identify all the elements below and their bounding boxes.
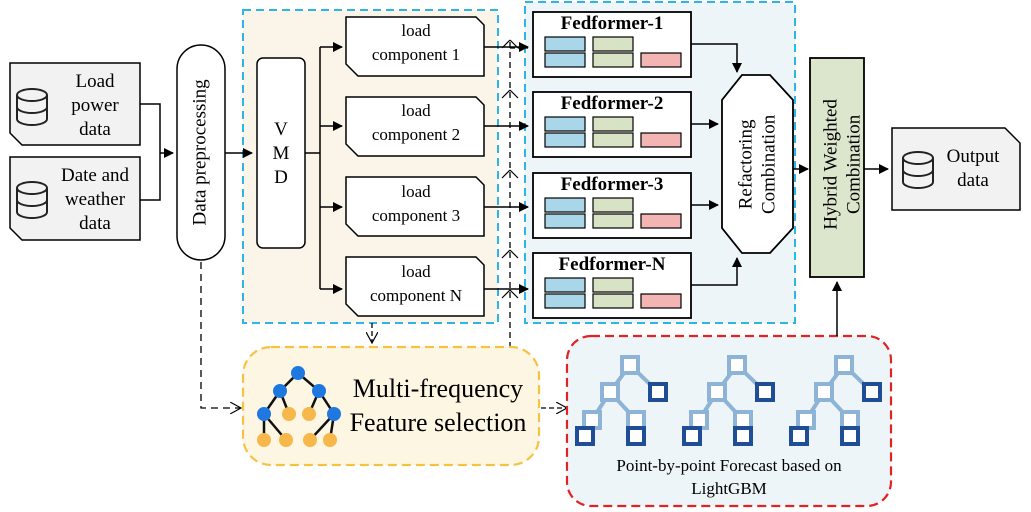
tree-node <box>620 355 640 375</box>
lightgbm-caption-2: LightGBM <box>691 479 767 498</box>
output-label-2: data <box>957 170 989 191</box>
tree-node <box>727 355 747 375</box>
tree-node <box>600 382 620 402</box>
fedformer-title: Fedformer-3 <box>560 174 664 195</box>
tree-node <box>840 410 860 430</box>
database-icon <box>16 181 48 219</box>
tree-node <box>648 382 668 402</box>
tree-node <box>755 382 775 402</box>
decision-tree-icon <box>257 366 341 447</box>
lightgbm-trees-icon <box>575 355 882 446</box>
hybrid-label-1: Hybrid Weighted <box>820 99 842 230</box>
date-weather-label-2: weather <box>64 189 126 210</box>
lightgbm-caption-1: Point-by-point Forecast based on <box>616 456 842 475</box>
tree-node <box>733 426 753 446</box>
tree-node <box>789 426 809 446</box>
component-box <box>345 176 485 237</box>
component-label-line1: load <box>401 262 431 281</box>
database-icon <box>16 88 48 126</box>
vmd-label-v: V <box>274 119 288 140</box>
load-power-label-2: power <box>71 95 119 116</box>
database-icon <box>902 151 934 189</box>
feature-selection-label-1: Multi-frequency <box>352 374 524 403</box>
component-label-line1: load <box>401 21 431 40</box>
refactoring-label-1: Refactoring <box>735 119 757 210</box>
date-weather-data-box <box>9 156 141 241</box>
component-box <box>345 96 485 157</box>
load-power-label-1: Load <box>75 71 115 92</box>
tree-node <box>626 426 646 446</box>
tree-node <box>834 355 854 375</box>
load-power-label-3: data <box>79 119 111 140</box>
data-preprocessing-label: Data preprocessing <box>189 79 211 226</box>
refactoring-label-2: Combination <box>758 114 780 215</box>
component-label-line2: component N <box>369 286 463 305</box>
date-weather-label-1: Date and <box>60 165 130 186</box>
fedformer-title: Fedformer-N <box>558 254 666 275</box>
component-label-line2: component 3 <box>371 206 461 225</box>
lightgbm-panel <box>565 334 893 508</box>
date-weather-label-3: data <box>79 213 111 234</box>
tree-node <box>689 410 709 430</box>
tree-node <box>733 410 753 430</box>
hybrid-weighted-combination-box <box>809 57 865 278</box>
fedformer-title: Fedformer-1 <box>560 13 664 34</box>
vmd-label-d: D <box>274 167 288 188</box>
component-box <box>345 256 485 317</box>
refactoring-combination-box <box>721 74 794 254</box>
feature-selection-panel <box>241 345 541 467</box>
fedformer-box <box>532 11 692 78</box>
tree-node <box>814 382 834 402</box>
tree-node <box>840 426 860 446</box>
component-label-line1: load <box>401 182 431 201</box>
component-label-line2: component 1 <box>371 45 461 64</box>
fedformer-box <box>532 252 692 319</box>
hybrid-label-2: Combination <box>843 114 865 215</box>
load-power-data-box <box>9 62 141 146</box>
tree-node <box>707 382 727 402</box>
tree-node <box>862 382 882 402</box>
vmd-label-m: M <box>272 143 290 164</box>
tree-node <box>582 410 602 430</box>
feature-selection-label-2: Feature selection <box>349 408 527 437</box>
component-label-line1: load <box>401 101 431 120</box>
tree-node <box>626 410 646 430</box>
tree-node <box>682 426 702 446</box>
tree-node <box>796 410 816 430</box>
component-label-line2: component 2 <box>371 125 461 144</box>
tree-node <box>575 426 595 446</box>
output-data-box <box>891 127 1021 211</box>
component-box <box>345 16 485 77</box>
fedformer-title: Fedformer-2 <box>560 93 664 114</box>
output-label-1: Output <box>946 146 1000 167</box>
